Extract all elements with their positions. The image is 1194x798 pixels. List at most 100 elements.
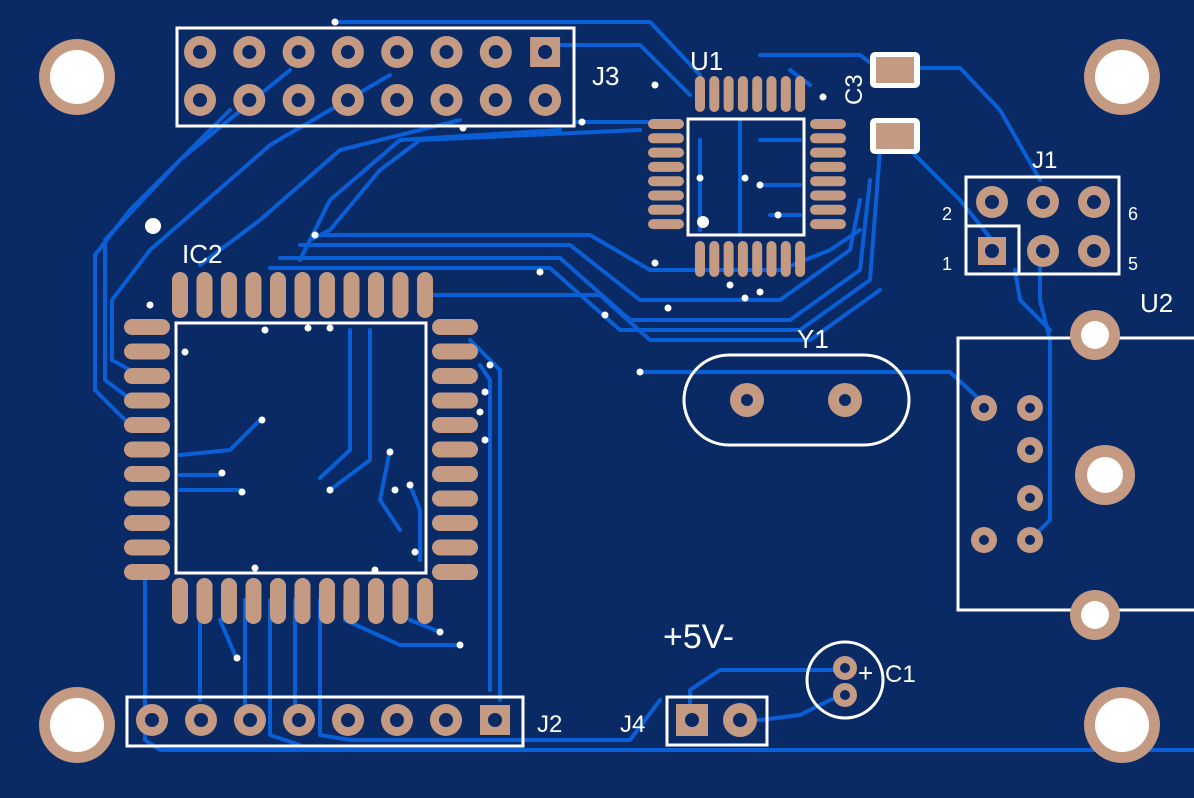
j2-header: J2: [125, 695, 562, 748]
via: [726, 281, 734, 289]
u1-pad-top: [723, 76, 734, 112]
vias: [146, 18, 827, 662]
j3-drill: [390, 45, 405, 59]
via: [741, 174, 749, 182]
via: [819, 93, 827, 101]
u1-pad-left: [648, 161, 684, 172]
u1-chip: U1: [648, 46, 846, 277]
j1-drill: [1036, 244, 1050, 258]
j1-drill: [1087, 244, 1101, 258]
via: [664, 304, 672, 312]
via: [304, 324, 312, 332]
u1-pad-bottom: [766, 241, 777, 277]
u1-pad-top: [795, 76, 806, 112]
ic2-pad-bottom: [196, 578, 213, 624]
j3-drill: [291, 93, 306, 107]
ic2-pad-top: [172, 272, 188, 318]
ic2-pad-right: [432, 564, 478, 580]
u2-pin-drill: [1025, 403, 1035, 413]
via: [261, 326, 269, 334]
u2-pin-drill: [1025, 445, 1035, 455]
j3-drill: [193, 93, 207, 107]
ic2-pad-left: [124, 368, 170, 384]
c1-capacitor: + C1: [805, 640, 916, 720]
via: [536, 268, 544, 276]
ic2-pad-bottom: [294, 578, 311, 624]
via: [636, 368, 644, 376]
u2-pin-drill: [1025, 493, 1035, 503]
power-label: +5V-: [663, 618, 734, 656]
c3-label: C3: [841, 74, 868, 105]
j3-drill: [538, 93, 553, 107]
ic2-pad-left: [124, 441, 170, 458]
u1-pad-right: [810, 161, 846, 172]
j3-label: J3: [592, 61, 619, 91]
u1-pad-right: [810, 133, 846, 144]
j2-drill: [488, 713, 502, 727]
j2-label: J2: [537, 711, 562, 738]
ic2-pad-right: [432, 515, 478, 531]
c3-capacitor: C3: [841, 52, 920, 154]
via: [774, 211, 782, 219]
via: [371, 566, 379, 574]
j1-header: J1 2 6 1 5: [942, 147, 1138, 276]
u2-connector: U2: [956, 288, 1194, 640]
ic2-pad-left: [124, 490, 170, 507]
ic2-pad-right: [432, 368, 478, 384]
ic2-pad-top: [196, 272, 213, 318]
u1-pad-right: [810, 119, 846, 129]
j3-drill: [439, 45, 454, 59]
via: [406, 481, 414, 489]
ic2-pad-top: [221, 272, 237, 318]
j2-drill: [390, 713, 404, 727]
j3-drill: [390, 93, 405, 107]
j3-drill: [538, 45, 553, 59]
u1-pad-bottom: [737, 241, 748, 277]
j2-drill: [341, 713, 355, 727]
u1-pad-right: [810, 147, 846, 158]
via: [486, 361, 494, 369]
via: [238, 488, 246, 496]
u1-pad-left: [648, 204, 684, 215]
ic2-pad-right: [432, 539, 478, 556]
u2-pin-drill: [979, 535, 989, 545]
u1-pad-top: [780, 76, 791, 112]
ic2-pad-bottom: [417, 578, 433, 624]
via: [326, 486, 334, 494]
ic2-pad-bottom: [343, 578, 360, 624]
ic2-pad-left: [124, 564, 170, 580]
j1-pin2-label: 2: [942, 204, 952, 224]
u1-pad-left: [648, 147, 684, 158]
j1-pin6-label: 6: [1128, 204, 1138, 224]
j1-label: J1: [1032, 147, 1057, 174]
ic2-pad-bottom: [392, 578, 409, 624]
j3-drill: [242, 93, 257, 107]
j2-drill: [243, 713, 257, 727]
ic2-pad-right: [432, 466, 478, 482]
ic2-pad-right: [432, 319, 478, 335]
j1-drill: [1036, 195, 1050, 209]
j3-drill: [291, 45, 306, 59]
ic2-pad-top: [270, 272, 286, 318]
via: [218, 469, 226, 477]
via: [476, 408, 484, 416]
ic2-pad-bottom: [221, 578, 237, 624]
j3-header: J3: [175, 26, 619, 128]
j3-drill: [340, 93, 355, 107]
u1-pad-bottom: [709, 241, 720, 277]
ic2-pad-left: [124, 343, 170, 360]
u1-pad-bottom: [795, 241, 806, 277]
c1-label: C1: [885, 661, 916, 688]
ic2-pad-bottom: [270, 578, 286, 624]
via: [146, 301, 154, 309]
ic2-pad-left: [124, 417, 170, 433]
ic2-label: IC2: [182, 239, 222, 269]
u1-pad-top: [766, 76, 777, 112]
ic2-pad-right: [432, 490, 478, 507]
j2-drill: [292, 713, 306, 727]
u1-pad-top: [709, 76, 720, 112]
ic2-pad-top: [392, 272, 409, 318]
u1-pad-left: [648, 119, 684, 129]
via: [181, 348, 189, 356]
